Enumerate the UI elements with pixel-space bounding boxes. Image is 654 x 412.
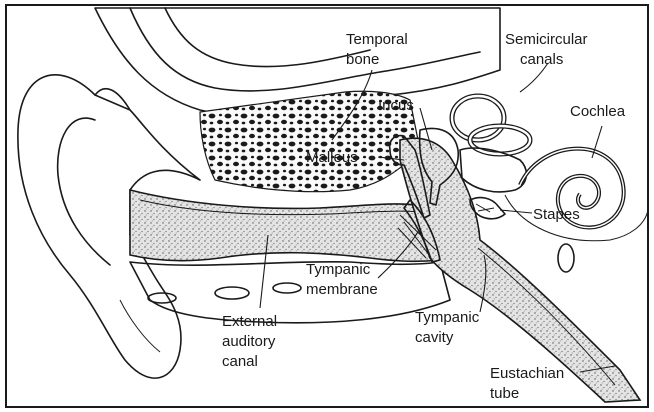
label-eustachian-tube-line-2: tube [490, 385, 519, 402]
label-semicircular-canals-line-2: canals [520, 51, 563, 68]
label-temporal-bone-line-1: Temporal [346, 31, 408, 48]
label-tympanic-cavity-line-1: Tympanic [415, 309, 480, 326]
label-temporal-bone-line-2: bone [346, 51, 379, 68]
label-tympanic-membrane-line-1: Tympanic [306, 261, 371, 278]
label-incus: Incus [378, 97, 414, 114]
label-semicircular-canals-line-1: Semicircular [505, 31, 588, 48]
label-tympanic-membrane-line-2: membrane [306, 281, 378, 298]
label-tympanic-cavity-line-2: cavity [415, 329, 454, 346]
label-malleus: Malleus [306, 149, 358, 166]
label-stapes: Stapes [533, 206, 580, 223]
label-external-line-2: auditory [222, 333, 276, 350]
label-cochlea: Cochlea [570, 103, 626, 120]
label-external-line-3: canal [222, 353, 258, 370]
label-eustachian-tube-line-1: Eustachian [490, 365, 564, 382]
label-external-line-1: External [222, 313, 277, 330]
